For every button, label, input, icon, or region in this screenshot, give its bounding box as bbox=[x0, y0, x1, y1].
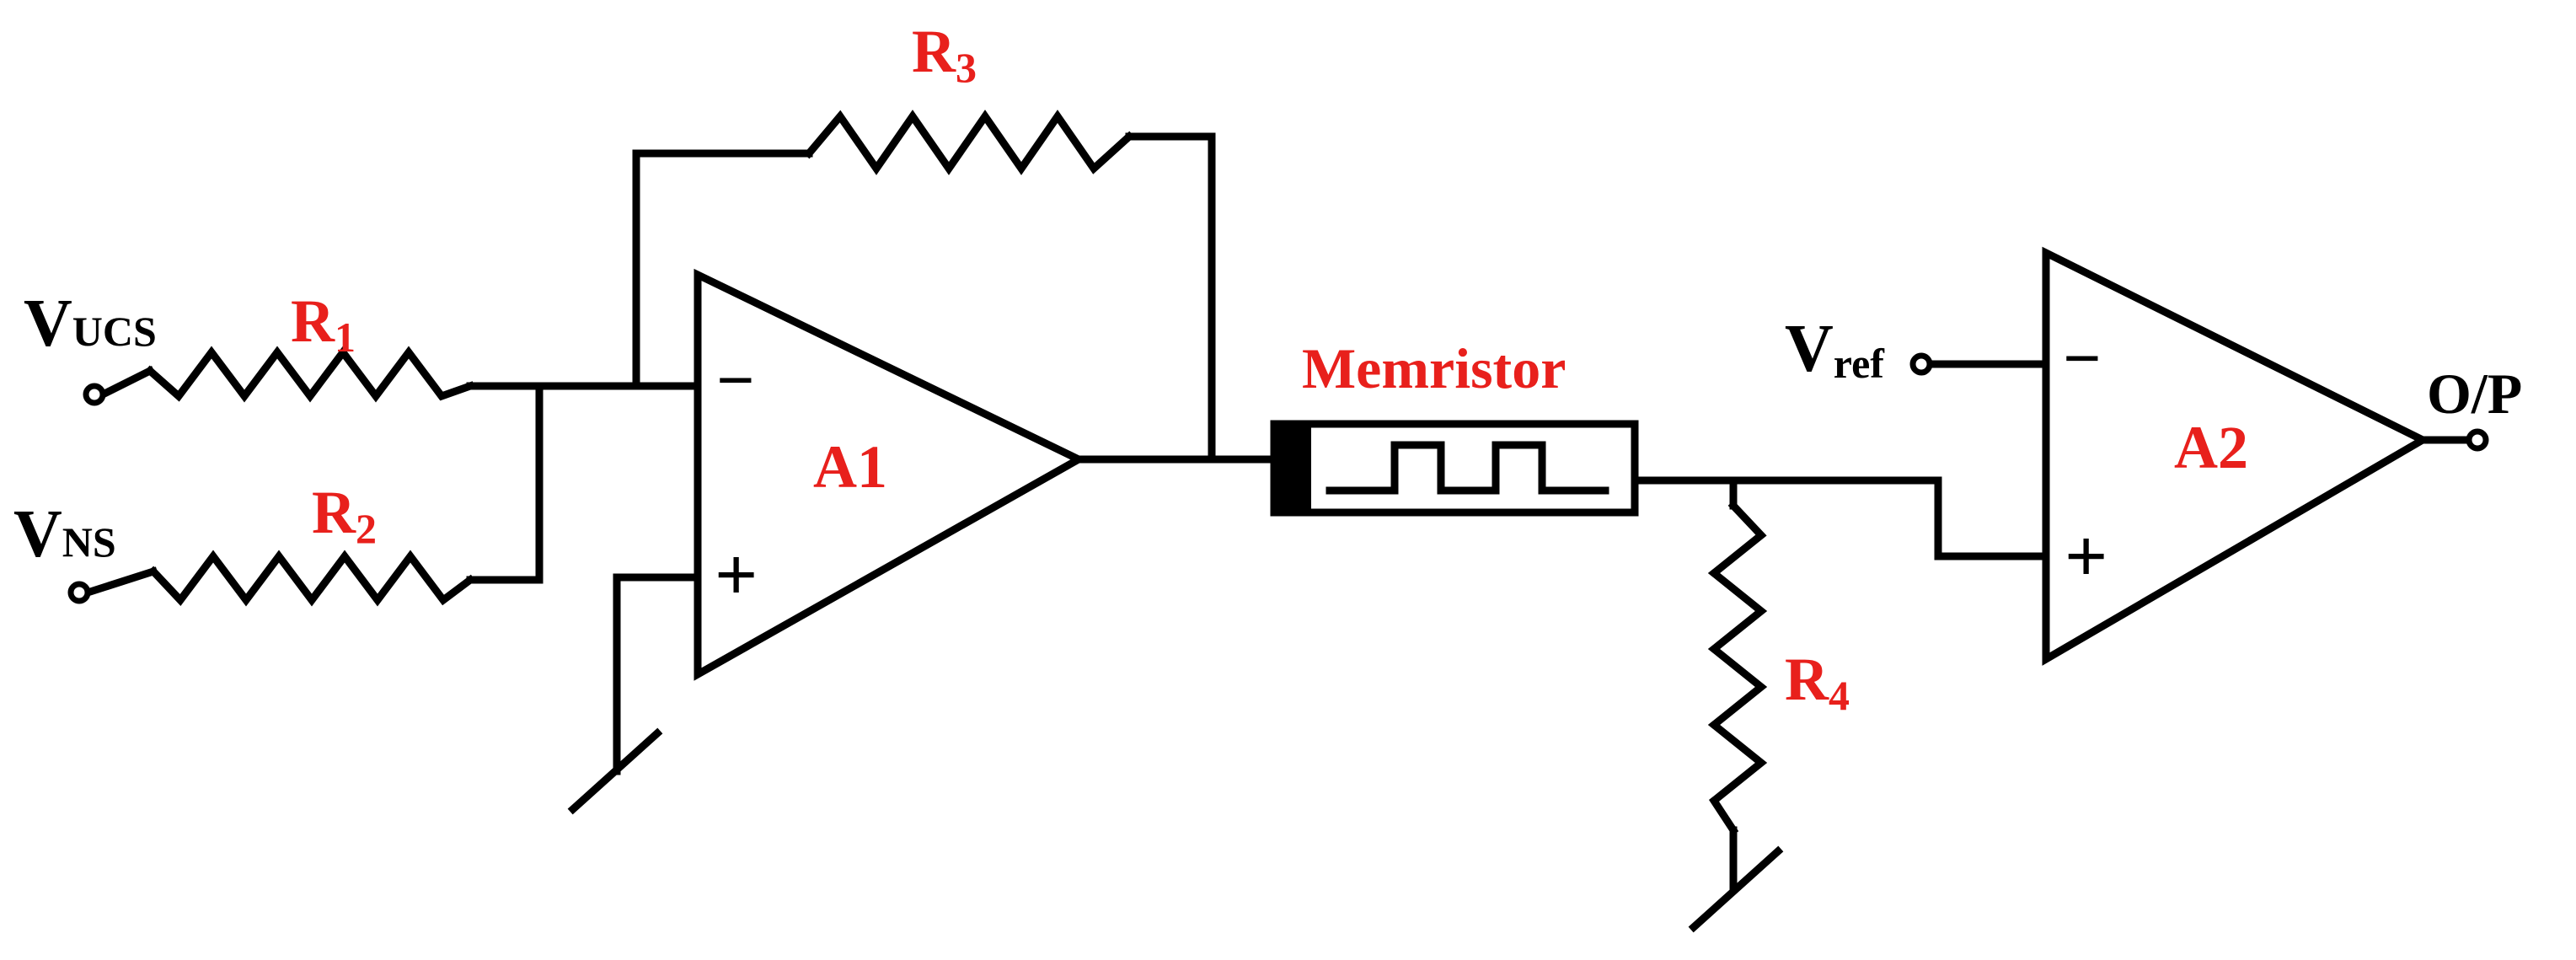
vns-lead bbox=[83, 566, 158, 598]
r2-label: R2 bbox=[312, 479, 377, 552]
a1-plus-sign: + bbox=[715, 534, 758, 617]
vns-label: VNS bbox=[13, 497, 116, 571]
a2-plus-sign: + bbox=[2065, 515, 2107, 598]
feedback-return-wire bbox=[1125, 132, 1216, 464]
vucs-label: VUCS bbox=[24, 287, 157, 361]
vucs-lead bbox=[97, 365, 156, 400]
memristor-body bbox=[1270, 420, 1639, 517]
summing-node-wire bbox=[466, 382, 544, 584]
a2-label: A2 bbox=[2174, 414, 2248, 481]
memristor-waveform bbox=[1325, 441, 1609, 495]
feedback-wire bbox=[632, 149, 813, 390]
memristor-symbol bbox=[1270, 420, 1639, 517]
terminal-vref bbox=[1909, 352, 1933, 376]
resistor-r1 bbox=[144, 346, 475, 403]
r1-label: R1 bbox=[291, 287, 356, 361]
a1-minus-sign: − bbox=[716, 344, 755, 418]
terminal-output bbox=[2466, 428, 2489, 452]
opamp-a1 bbox=[694, 268, 1087, 681]
memristor-output-wire bbox=[1631, 476, 2050, 560]
a1-label: A1 bbox=[813, 433, 887, 501]
resistor-r4 bbox=[1707, 500, 1768, 836]
wires bbox=[83, 132, 2473, 775]
memristor-label: Memristor bbox=[1302, 336, 1566, 400]
resistor-r3 bbox=[803, 110, 1135, 175]
memristor-polarity-band bbox=[1272, 422, 1311, 514]
ground-r4 bbox=[1688, 826, 1784, 933]
ground-a1 bbox=[567, 727, 663, 815]
resistor-r2 bbox=[147, 550, 476, 607]
terminal-vns bbox=[67, 581, 91, 604]
vref-label: Vref bbox=[1785, 312, 1885, 387]
output-label: O/P bbox=[2427, 362, 2522, 426]
terminal-vucs bbox=[83, 383, 106, 406]
opamp-a2 bbox=[2042, 246, 2431, 666]
resistors bbox=[144, 110, 1768, 836]
r4-label: R4 bbox=[1785, 646, 1850, 719]
r3-label: R3 bbox=[912, 18, 977, 91]
a1-noninverting-wire bbox=[613, 573, 702, 775]
a2-minus-sign: − bbox=[2063, 322, 2102, 396]
